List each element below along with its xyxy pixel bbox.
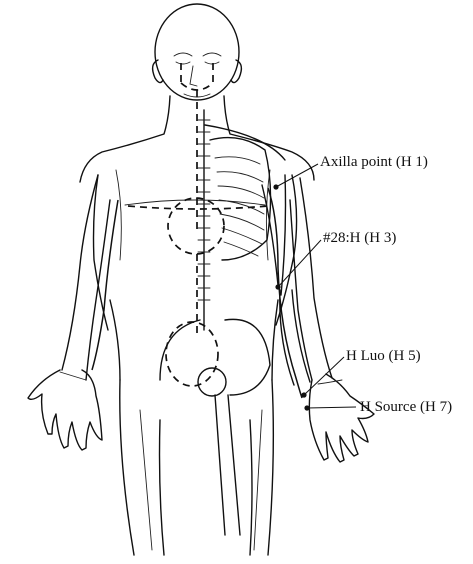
internal-pathway (128, 63, 268, 386)
arms (62, 175, 332, 380)
head (153, 4, 242, 100)
label-point-28: #28:H (H 3) (323, 231, 396, 246)
label-h-luo: H Luo (H 5) (346, 349, 421, 364)
leader-lines (276, 164, 356, 408)
legs (120, 380, 274, 555)
label-h-source: H Source (H 7) (360, 400, 452, 415)
label-axilla-point: Axilla point (H 1) (320, 155, 428, 170)
skeleton (160, 110, 310, 535)
